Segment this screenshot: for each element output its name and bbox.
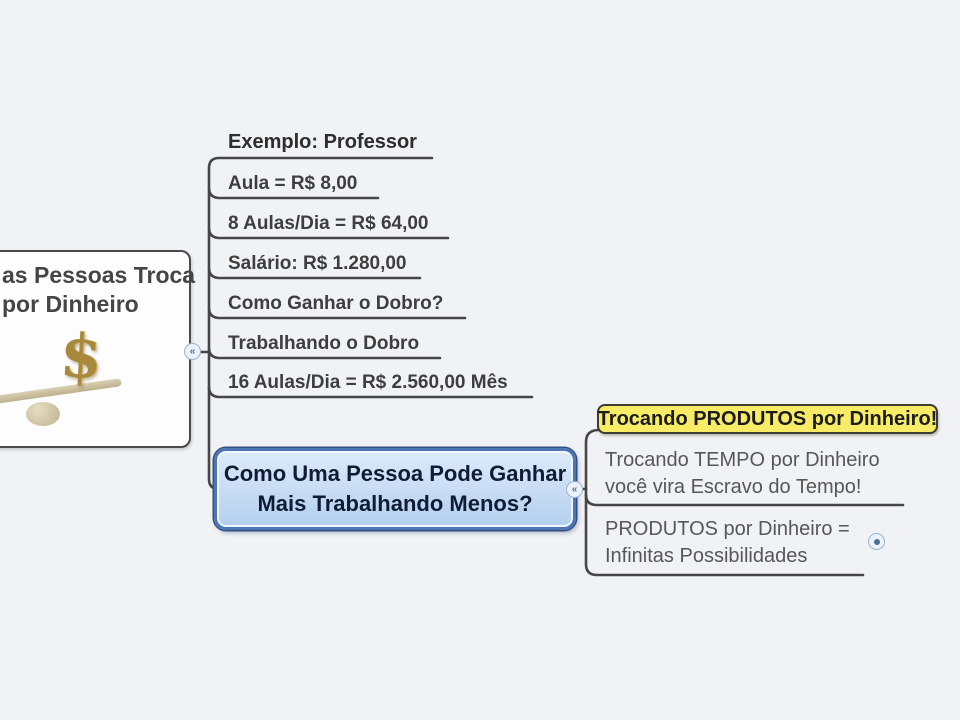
node-produtos-line2: Infinitas Possibilidades xyxy=(605,545,808,567)
node-exemplo-professor[interactable]: Exemplo: Professor xyxy=(228,131,417,153)
fold-icon-left-branch[interactable]: « xyxy=(184,343,201,360)
central-topic-line2: Mais Trabalhando Menos? xyxy=(257,491,533,516)
node-salario[interactable]: Salário: R$ 1.280,00 xyxy=(228,253,407,274)
fold-glyph: « xyxy=(189,345,196,357)
dollar-icon: $ xyxy=(58,320,104,394)
node-trabalhando[interactable]: Trabalhando o Dobro xyxy=(228,333,420,354)
node-trocando-tempo-line2: você vira Escravo do Tempo! xyxy=(605,476,862,498)
node-8-aulas[interactable]: 8 Aulas/Dia = R$ 64,00 xyxy=(228,213,429,234)
node-produtos-infinitas[interactable]: PRODUTOS por Dinheiro = Infinitas Possib… xyxy=(605,516,850,570)
central-topic-line1: Como Uma Pessoa Pode Ganhar xyxy=(223,461,567,486)
highlight-node-label: Trocando PRODUTOS por Dinheiro! xyxy=(597,407,938,430)
unfold-dot xyxy=(873,538,880,545)
fold-glyph: « xyxy=(571,483,578,495)
left-node-text: as Pessoas Troca por Dinheiro xyxy=(2,261,196,319)
node-16-aulas[interactable]: 16 Aulas/Dia = R$ 2.560,00 Mês xyxy=(228,372,508,393)
node-trocando-tempo-line1: Trocando TEMPO por Dinheiro xyxy=(605,449,880,471)
node-trocando-tempo[interactable]: Trocando TEMPO por Dinheiro você vira Es… xyxy=(605,447,880,501)
left-node-line2: por Dinheiro xyxy=(2,291,139,317)
fold-icon-right-branch[interactable]: « xyxy=(566,481,583,498)
node-aula[interactable]: Aula = R$ 8,00 xyxy=(228,173,358,194)
central-topic-node[interactable]: Como Uma Pessoa Pode Ganhar Mais Trabalh… xyxy=(214,448,576,530)
node-trocar-tempo[interactable]: as Pessoas Troca por Dinheiro $ xyxy=(0,250,196,448)
node-trocando-produtos[interactable]: Trocando PRODUTOS por Dinheiro! xyxy=(597,404,938,434)
node-produtos-line1: PRODUTOS por Dinheiro = xyxy=(605,518,850,540)
node-como-ganhar[interactable]: Como Ganhar o Dobro? xyxy=(228,293,444,314)
unfold-icon[interactable] xyxy=(868,533,885,550)
balance-fulcrum xyxy=(26,402,60,426)
left-node-line1: as Pessoas Troca xyxy=(2,262,196,288)
